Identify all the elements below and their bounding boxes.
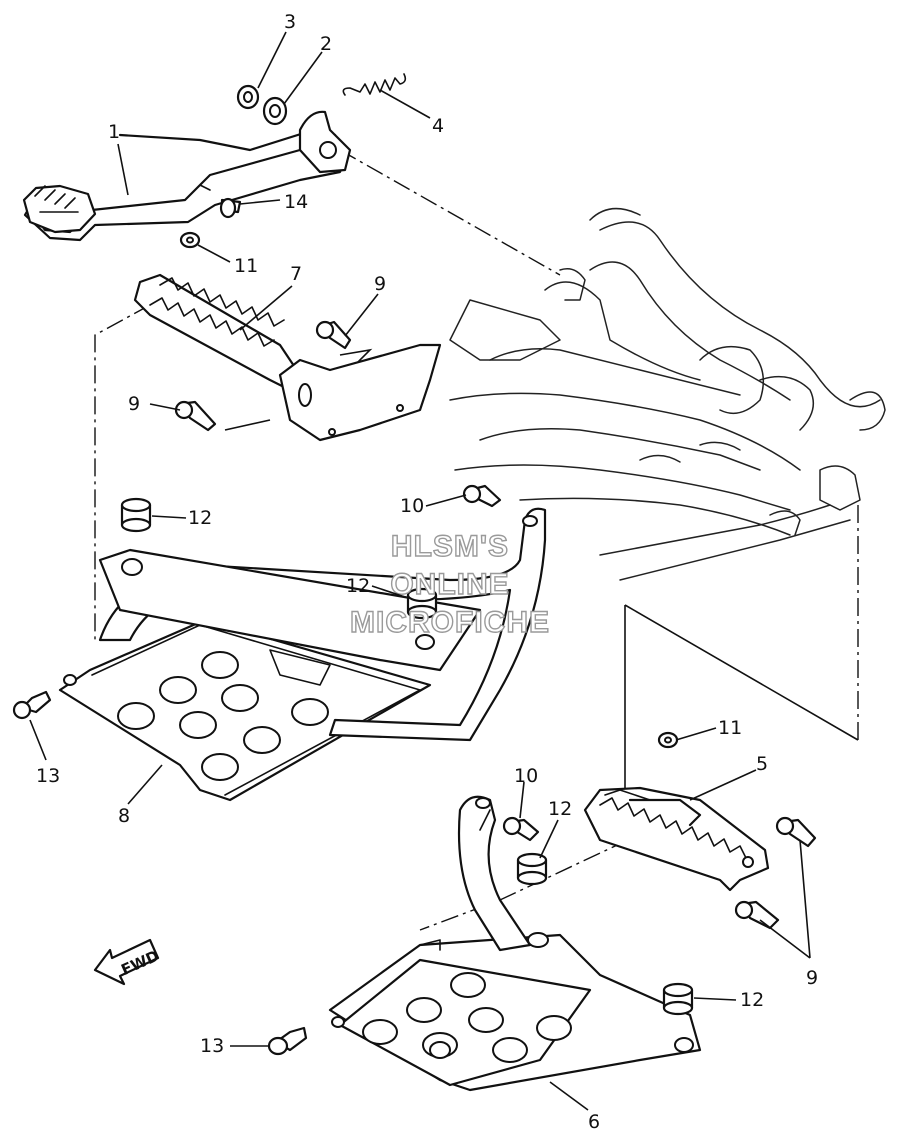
- watermark-line-1: HLSM'S: [391, 530, 509, 563]
- callout-13-right: 13: [200, 1035, 224, 1057]
- watermark-line-3: MICROFICHE: [350, 606, 550, 639]
- skid-plate-8: [58, 507, 547, 802]
- spring-4: [342, 73, 407, 96]
- callout-2: 2: [320, 33, 332, 55]
- footrest-5: [583, 786, 770, 892]
- callout-9-left: 9: [128, 393, 140, 415]
- nut-11-upper: [179, 231, 201, 249]
- clip-3: [236, 84, 260, 110]
- callout-5: 5: [756, 753, 768, 775]
- callout-3: 3: [284, 11, 296, 33]
- bolt-9-left: [174, 400, 217, 432]
- callout-12-center: 12: [346, 575, 370, 597]
- callout-leaders: [29, 31, 811, 1111]
- footrest-7: [133, 273, 442, 442]
- callout-12-right-lower: 12: [740, 989, 764, 1011]
- callout-12-right-upper: 12: [548, 798, 572, 820]
- fwd-arrow-icon: FWD: [93, 938, 162, 986]
- bolt-9-right-upper: [775, 816, 817, 848]
- brake-pedal: [22, 110, 352, 242]
- grommet-12-right-upper: [516, 852, 548, 886]
- callout-4: 4: [432, 115, 444, 137]
- bolt-9-right-lower: [734, 900, 780, 930]
- grommet-12-left: [120, 497, 152, 533]
- grommet-12-center: [406, 587, 438, 620]
- callout-10-upper: 10: [400, 495, 424, 517]
- callout-6: 6: [588, 1111, 600, 1133]
- callout-12-left: 12: [188, 507, 212, 529]
- bolt-10-upper: [462, 484, 502, 508]
- washer-2: [262, 96, 288, 126]
- frame-outline: [449, 207, 886, 581]
- skid-plate-6: [328, 795, 702, 1092]
- grommet-12-right-lower: [662, 982, 694, 1016]
- callout-7: 7: [290, 263, 302, 285]
- bolt-9-upper: [315, 320, 352, 350]
- bolt-13-left: [12, 690, 52, 720]
- bolt-13-right: [267, 1026, 308, 1056]
- nut-11-lower: [657, 731, 679, 749]
- callouts: 3 2 4 1 14 11 7 9 9 10 12 12 13 8 11 5 1…: [36, 11, 818, 1133]
- callout-13-left: 13: [36, 765, 60, 787]
- pin-14: [219, 197, 242, 219]
- callout-14: 14: [284, 191, 308, 213]
- callout-10-lower: 10: [514, 765, 538, 787]
- callout-11-lower: 11: [718, 717, 742, 739]
- callout-1: 1: [108, 121, 120, 143]
- watermark-line-2: ONLINE: [390, 568, 509, 601]
- callout-8: 8: [118, 805, 130, 827]
- watermark: HLSM'S ONLINE MICROFICHE: [349, 529, 550, 639]
- callout-11-upper: 11: [234, 255, 258, 277]
- bolt-10-lower: [502, 816, 540, 842]
- callout-9-upper: 9: [374, 273, 386, 295]
- callout-9-right: 9: [806, 967, 818, 989]
